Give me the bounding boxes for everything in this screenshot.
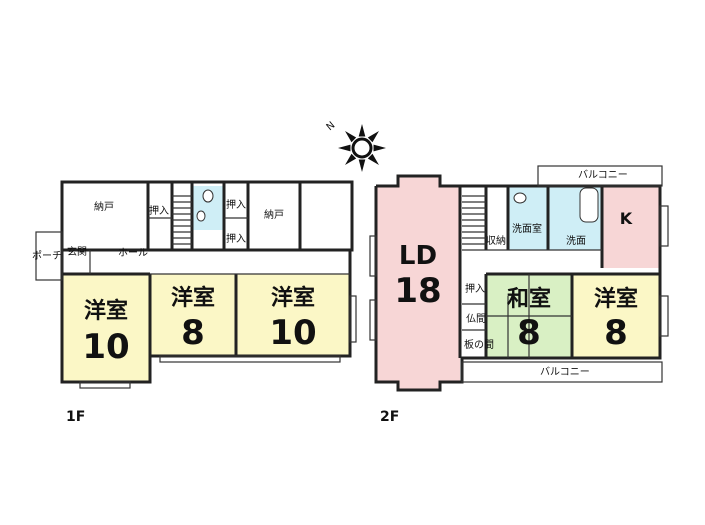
storage-left-label: 納戸 xyxy=(94,200,114,213)
western2-fill xyxy=(572,274,660,358)
washroom-label: 洗面室 xyxy=(512,222,542,235)
kitchen-fill xyxy=(602,186,660,268)
kitchen-label: K xyxy=(620,209,633,228)
sun-ray xyxy=(345,131,357,143)
room2-fill xyxy=(150,274,236,356)
room3-fill xyxy=(236,274,350,356)
room3-size: 10 xyxy=(269,313,316,353)
washroom-fill xyxy=(508,186,548,250)
room1-fill xyxy=(62,274,150,382)
room1-name: 洋室 xyxy=(84,298,128,324)
bathtub-icon xyxy=(579,187,599,223)
sun-ray xyxy=(358,124,366,137)
floor1-label: 1F xyxy=(66,409,85,425)
itanoma-label: 板の間 xyxy=(464,338,494,351)
balcony-top-label: バルコニー xyxy=(578,169,628,181)
sun-ray xyxy=(358,159,366,172)
storage-right-label: 納戸 xyxy=(264,208,284,221)
stairs-1f xyxy=(172,195,192,245)
closet-a-label: 押入 xyxy=(149,204,169,217)
stairs-2f xyxy=(462,195,486,245)
closet-c-label: 押入 xyxy=(226,232,246,245)
western2-size: 8 xyxy=(604,313,628,353)
closet-b-label: 押入 xyxy=(226,198,246,211)
porch-label: ポーチ xyxy=(32,250,62,262)
wash-label: 洗面 xyxy=(566,235,586,247)
room2-name: 洋室 xyxy=(171,285,215,311)
sun-ray xyxy=(367,131,379,143)
room3-name: 洋室 xyxy=(271,285,315,311)
japanese-name: 和室 xyxy=(507,286,551,312)
sun-ray xyxy=(373,144,386,152)
sun-ray xyxy=(367,153,379,165)
sun-ray xyxy=(338,144,351,152)
toilet-icon xyxy=(202,189,214,203)
sink2-icon xyxy=(513,192,527,204)
hall-label: ホール xyxy=(118,247,148,259)
entrance-label: 玄関 xyxy=(67,245,87,258)
ld-fill xyxy=(376,176,460,390)
floor-1: ポーチ 玄関 ホール 納戸 納戸 押入 押入 押入 洋室 10 洋室 8 洋室 … xyxy=(32,180,357,425)
japanese-size: 8 xyxy=(517,313,541,353)
room2-size: 8 xyxy=(181,313,205,353)
closet-2f-label: 押入 xyxy=(465,282,485,295)
ld-size: 18 xyxy=(394,271,441,311)
sink-icon xyxy=(196,210,206,222)
western2-name: 洋室 xyxy=(594,286,638,312)
compass-sun-icon: N xyxy=(325,120,386,172)
north-label: N xyxy=(325,120,338,133)
balcony-bottom-label: バルコニー xyxy=(540,366,590,378)
room1-size: 10 xyxy=(82,327,129,367)
storage-2f-label: 収納 xyxy=(486,234,506,247)
butsuma-label: 仏間 xyxy=(466,313,486,325)
floor-2: LD 18 K 収納 洗面室 洗面 バルコニー バルコニー 押入 仏間 板の間 … xyxy=(369,165,669,425)
sun-ray xyxy=(345,153,357,165)
floor2-label: 2F xyxy=(380,409,399,425)
ld-name: LD xyxy=(399,241,437,271)
